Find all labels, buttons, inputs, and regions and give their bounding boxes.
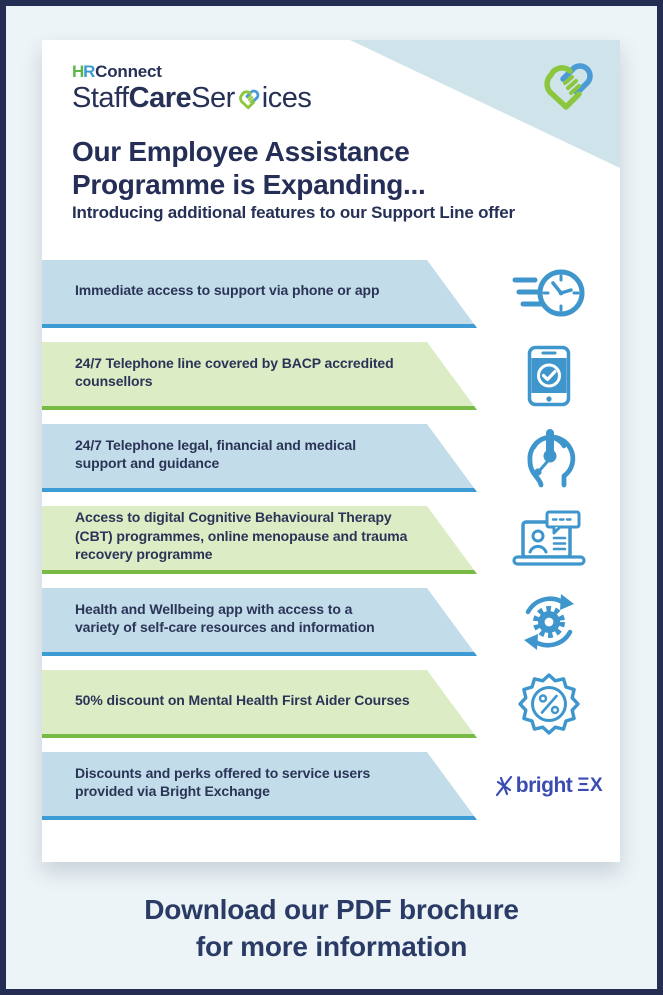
benefit-row: 24/7 Telephone line covered by BACP accr… (42, 342, 620, 410)
benefit-text: Immediate access to support via phone or… (75, 281, 380, 298)
laptop-therapy-icon (511, 510, 586, 566)
benefit-banner: 24/7 Telephone line covered by BACP accr… (42, 342, 477, 410)
gear-sync-icon (523, 594, 574, 650)
bright-exchange-logo: bright ΞX (494, 774, 603, 798)
benefit-icon-cell (477, 670, 620, 738)
benefit-text: 24/7 Telephone line covered by BACP accr… (75, 354, 394, 389)
benefit-icon-cell (477, 342, 620, 410)
benefit-row: Immediate access to support via phone or… (42, 260, 620, 328)
benefit-text: Discounts and perks offered to service u… (75, 764, 371, 799)
benefit-row: Health and Wellbeing app with access to … (42, 588, 620, 656)
benefit-text: Access to digital Cognitive Behavioural … (75, 509, 408, 563)
hrconnect-wordmark: HRConnect (72, 62, 311, 82)
benefit-banner: Access to digital Cognitive Behavioural … (42, 506, 477, 574)
spark-icon (495, 775, 512, 797)
benefit-banner: 24/7 Telephone legal, financial and medi… (42, 424, 477, 492)
logo-connect: Connect (95, 62, 162, 81)
exchange-mark: ΞX (577, 775, 604, 796)
benefit-row: 24/7 Telephone legal, financial and medi… (42, 424, 620, 492)
benefit-row: Access to digital Cognitive Behavioural … (42, 506, 620, 574)
heart-handshake-icon (238, 89, 260, 109)
benefit-icon-cell (477, 506, 620, 574)
phone-check-icon (527, 345, 570, 407)
logo-letter-h: H (72, 62, 85, 81)
logo-letter-r: R (83, 62, 96, 81)
heart-handshake-icon (544, 63, 593, 110)
benefit-icon-cell (477, 260, 620, 328)
page-subtitle: Introducing additional features to our S… (72, 203, 515, 222)
benefit-banner: Discounts and perks offered to service u… (42, 752, 477, 820)
headset-support-icon (527, 429, 575, 488)
discount-badge-icon (517, 673, 580, 735)
logo-care: Care (128, 82, 192, 114)
logo-ices: ices (261, 82, 312, 114)
speeding-clock-icon (512, 269, 584, 317)
benefit-row: 50% discount on Mental Health First Aide… (42, 670, 620, 738)
download-brochure-text: Download our PDF brochure for more infor… (144, 894, 519, 962)
benefit-text: Health and Wellbeing app with access to … (75, 600, 375, 635)
benefit-banner: Health and Wellbeing app with access to … (42, 588, 477, 656)
benefit-text: 50% discount on Mental Health First Aide… (75, 691, 410, 708)
benefit-banner: 50% discount on Mental Health First Aide… (42, 670, 477, 738)
logo-ser: Ser (191, 82, 235, 114)
logo-staff: Staff (72, 82, 129, 114)
benefit-icon-cell (477, 588, 620, 656)
benefit-text: 24/7 Telephone legal, financial and medi… (75, 436, 356, 471)
bright-wordmark: bright (515, 774, 573, 797)
benefit-icon-cell (477, 424, 620, 492)
page-title: Our Employee Assistance Programme is Exp… (72, 136, 426, 200)
benefit-banner: Immediate access to support via phone or… (42, 260, 477, 328)
benefit-icon-cell: bright ΞX (477, 752, 620, 820)
benefits-list: Immediate access to support via phone or… (42, 260, 620, 834)
benefit-row: Discounts and perks offered to service u… (42, 752, 620, 820)
